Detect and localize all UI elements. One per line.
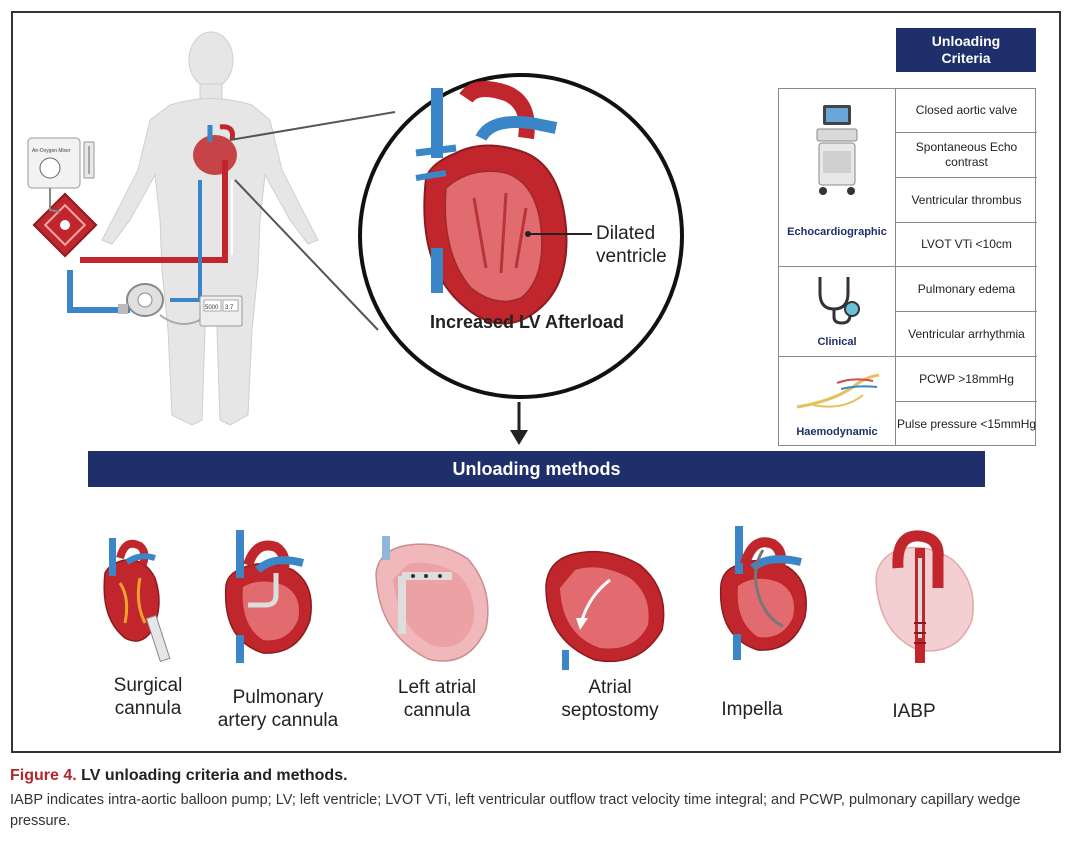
method-label-left-atrial-cannula: Left atrial cannula <box>397 677 477 721</box>
criteria-group-haemodynamic: Haemodynamic <box>779 357 896 446</box>
criteria-group-label: Haemodynamic <box>796 426 878 438</box>
centrifugal-pump-icon <box>118 283 164 317</box>
iabp-aorta-icon <box>875 530 974 663</box>
dilated-ventricle-label: Dilated ventricle <box>596 223 667 267</box>
increased-afterload-label: Increased LV Afterload <box>429 312 625 332</box>
air-oxygen-mixer-icon <box>27 137 95 189</box>
figure-title: LV unloading criteria and methods. <box>81 767 348 784</box>
blue-drainage-tube <box>67 270 130 313</box>
left-atrial-cannula-heart-icon <box>375 536 489 662</box>
method-label-atrial-septostomy: Atrial septostomy <box>561 677 659 721</box>
criterion-cell: Pulse pressure <15mmHg <box>896 416 1037 431</box>
method-label-impella: Impella <box>721 699 783 720</box>
criteria-group-label: Clinical <box>817 336 857 348</box>
criterion-cell: PCWP >18mmHg <box>896 357 1037 402</box>
criterion-cell: Ventricular arrhythmia <box>896 312 1037 357</box>
atrial-septostomy-heart-icon <box>545 550 665 670</box>
impella-heart-icon <box>719 526 807 660</box>
figure-caption-title: Figure 4. LV unloading criteria and meth… <box>10 767 348 785</box>
method-label-iabp: IABP <box>892 701 936 722</box>
method-label-surgical-cannula: Surgical cannula <box>113 675 183 719</box>
stethoscope-icon <box>818 277 860 325</box>
magnified-heart-circle <box>358 73 684 399</box>
mixer-label: Air-Oxygen Mixer <box>32 148 71 154</box>
echo-machine-icon <box>816 105 858 195</box>
criteria-group-label: Echocardiographic <box>787 226 887 238</box>
console-value-1: 5000 <box>205 305 219 311</box>
catheter-icon <box>796 373 880 409</box>
criteria-group-echocardiographic: Echocardiographic <box>779 89 896 267</box>
body-heart-icon <box>193 124 237 175</box>
red-return-tube <box>80 160 228 263</box>
criterion-cell: Pulmonary edema <box>896 267 1037 312</box>
surgical-cannula-heart-icon <box>103 538 171 663</box>
ecmo-console-icon <box>199 295 243 327</box>
criteria-title: Unloading Criteria <box>896 28 1036 72</box>
figure-caption-body: IABP indicates intra-aortic balloon pump… <box>10 792 1021 829</box>
ecmo-body-diagram: Air-Oxygen Mixer 5000 3.7 <box>27 31 319 426</box>
down-arrow-icon <box>510 430 528 445</box>
method-label-pulmonary-artery-cannula: Pulmonary artery cannula <box>217 687 339 731</box>
criteria-table: Echocardiographic Closed aortic valve Sp… <box>778 88 1037 446</box>
criterion-cell: LVOT VTi <10cm <box>896 223 1037 267</box>
criterion-cell: Closed aortic valve <box>896 89 1037 133</box>
figure-number: Figure 4. <box>10 767 77 784</box>
criteria-group-clinical: Clinical <box>779 267 896 357</box>
criterion-cell: Spontaneous Echo contrast <box>896 133 1037 178</box>
criterion-cell: Ventricular thrombus <box>896 178 1037 223</box>
pulmonary-artery-cannula-heart-icon <box>224 530 312 663</box>
dilated-heart-icon <box>415 81 568 325</box>
unloading-methods-bar: Unloading methods <box>88 451 985 487</box>
console-value-2: 3.7 <box>225 305 234 311</box>
